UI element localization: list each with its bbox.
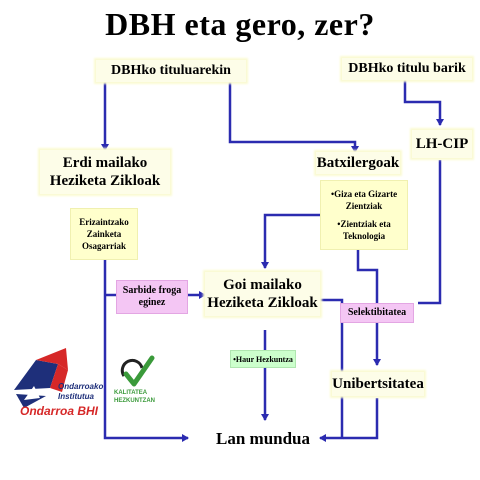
node-lhcip: LH-CIP: [412, 130, 472, 158]
arrow-uni-to-work: [343, 398, 379, 440]
box-mid-example: Erizaintzako Zainketa Osagarriak: [70, 208, 138, 260]
school-logo-graphic: [14, 348, 68, 408]
arrow-lhcip-down: [418, 160, 442, 305]
node-without-title: DBHko titulu barik: [342, 58, 472, 80]
node-mid-cycles-line2: Heziketa Zikloak: [49, 173, 161, 189]
box-bach-options: •Giza eta Gizarte Zientziak •Zientziak e…: [320, 180, 408, 250]
arrow-higher-to-uni: [319, 298, 344, 442]
node-higher-cycles: Goi mailako Heziketa Zikloak: [205, 272, 320, 316]
node-bachillerato-label: Batxilergoak: [316, 155, 400, 171]
node-bachillerato: Batxilergoak: [316, 152, 400, 174]
box-selectivity-label: Selektibitatea: [347, 306, 407, 318]
quality-logo: KALITATEA HEZKUNTZAN: [112, 354, 162, 410]
quality-logo-graphic: [120, 355, 155, 387]
node-without-title-label: DBHko titulu barik: [348, 60, 466, 76]
node-mid-cycles: Erdi mailako Heziketa Zikloak: [40, 150, 170, 194]
quality-logo-line1: KALITATEA: [114, 390, 148, 396]
node-lhcip-label: LH-CIP: [415, 136, 469, 152]
page-title: DBH eta gero, zer?: [105, 6, 375, 42]
quality-logo-line2: HEZKUNTZAN: [114, 398, 155, 404]
arrow-mid-to-work: [103, 258, 189, 442]
box-bach-option2-line2: Teknologia: [342, 231, 386, 242]
school-logo: Ondarroako Institutua Ondarroa BHI: [6, 338, 106, 430]
box-mid-example-line3: Osagarriak: [82, 241, 126, 252]
box-mid-example-line2: Zainketa: [86, 228, 122, 239]
arrow-notitle-to-lhcip: [403, 78, 444, 126]
node-higher-cycles-line2: Heziketa Zikloak: [207, 295, 318, 311]
box-bach-option1-line1: •Giza eta Gizarte: [330, 188, 398, 199]
box-bach-option2-line1: •Zientziak eta: [337, 219, 391, 229]
box-access-exam-line2: eginez: [138, 297, 166, 308]
box-access-exam-line1: Sarbide froga: [122, 284, 182, 296]
school-logo-line2: Institutua: [58, 392, 94, 401]
node-mid-cycles-line1: Erdi mailako: [62, 155, 148, 171]
node-work: Lan mundua: [212, 426, 314, 452]
arrow-bach-to-higher: [261, 213, 328, 269]
node-work-label: Lan mundua: [215, 428, 311, 448]
node-with-title: DBHko tituluarekin: [96, 60, 246, 82]
box-bach-option1-line2: Zientziak: [345, 200, 383, 211]
arrow-title-to-mid: [101, 78, 165, 151]
node-higher-cycles-line1: Goi mailako: [223, 277, 302, 293]
arrow-title-to-bach: [225, 78, 359, 153]
node-university: Unibertsitatea: [332, 372, 424, 396]
box-mid-example-line1: Erizaintzako: [79, 216, 129, 227]
school-logo-name: Ondarroa BHI: [20, 404, 99, 418]
node-university-label: Unibertsitatea: [332, 376, 424, 392]
box-selectivity: Selektibitatea: [340, 303, 414, 323]
node-with-title-label: DBHko tituluarekin: [111, 62, 231, 78]
box-higher-example: •Haur Hezkuntza: [230, 350, 296, 368]
school-logo-line1: Ondarroako: [58, 382, 104, 391]
box-access-exam: Sarbide froga eginez: [116, 280, 188, 314]
box-higher-example-label: •Haur Hezkuntza: [233, 354, 293, 364]
